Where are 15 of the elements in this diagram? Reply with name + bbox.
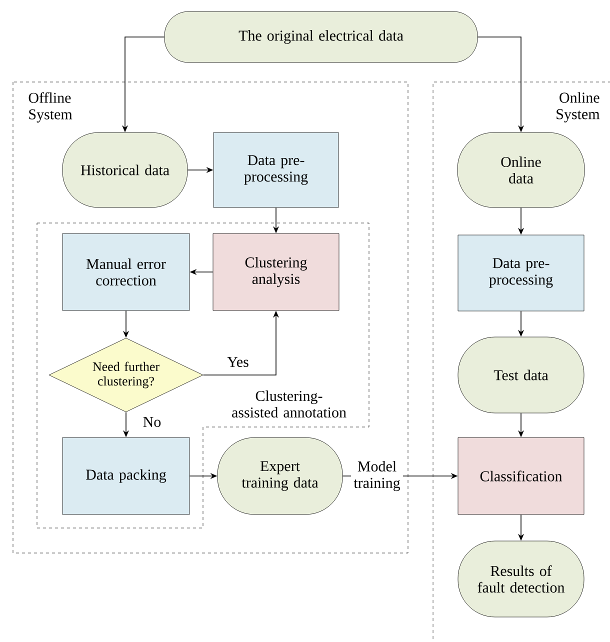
data-terminal: The original electrical data (164, 11, 478, 63)
data-terminal: Expert training data (217, 437, 343, 515)
data-terminal: Test data (458, 336, 584, 414)
process-box: Classification (458, 437, 584, 515)
edge-label: No (142, 416, 162, 428)
data-terminal: Online data (457, 132, 585, 208)
process-box: Data pre-processing (458, 234, 584, 312)
edge-label: Model training (351, 460, 403, 492)
process-box: Data packing (62, 437, 190, 515)
data-terminal: Historical data (62, 132, 188, 208)
edge-label: Yes (226, 356, 250, 368)
process-box: Clustering analysis (212, 233, 340, 311)
data-terminal: Results of fault detection (458, 540, 584, 618)
process-box: Manual error correction (62, 233, 190, 311)
process-box: Data pre-processing (213, 132, 339, 208)
